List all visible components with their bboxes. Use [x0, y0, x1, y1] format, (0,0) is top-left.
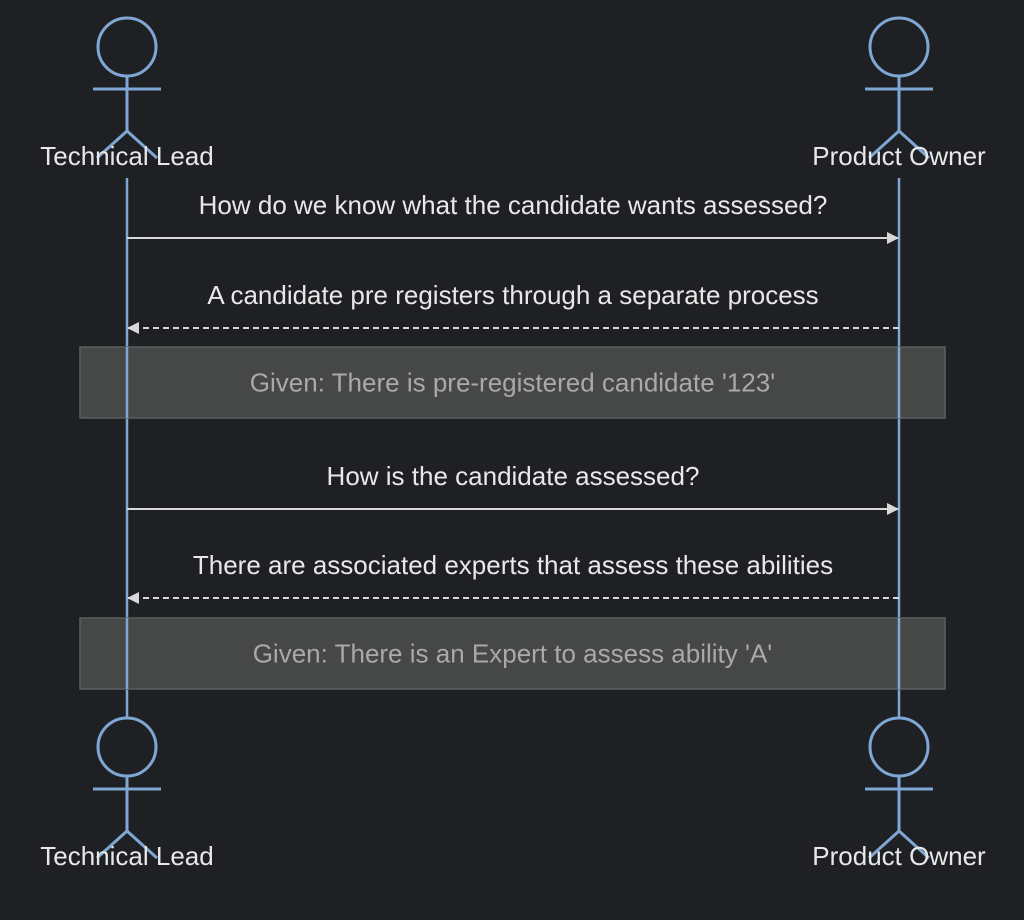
actor-left-leg	[867, 129, 901, 160]
actor-head-icon	[96, 16, 158, 78]
actor-head-icon	[96, 716, 158, 778]
actor-tech-lead-top: Technical Lead	[40, 16, 214, 171]
message-label-4: There are associated experts that assess…	[193, 550, 833, 580]
actor-product-owner-top: Product Owner	[812, 16, 986, 171]
note-label-5: Given: There is an Expert to assess abil…	[253, 639, 773, 669]
actor-right-leg	[897, 829, 931, 860]
actor-head-icon	[868, 16, 930, 78]
message-label-0: How do we know what the candidate wants …	[199, 190, 828, 220]
actor-left-leg	[95, 829, 129, 860]
actor-right-leg	[125, 129, 159, 160]
message-label-1: A candidate pre registers through a sepa…	[207, 280, 818, 310]
actor-left-leg	[867, 829, 901, 860]
note-box-2	[79, 346, 946, 419]
actor-right-leg	[897, 129, 931, 160]
actor-name-label: Technical Lead	[40, 141, 213, 171]
message-label-3: How is the candidate assessed?	[327, 461, 700, 491]
actor-left-leg	[95, 129, 129, 160]
actor-name-label: Product Owner	[812, 141, 986, 171]
actor-name-label: Technical Lead	[40, 841, 213, 871]
actor-product-owner-bottom: Product Owner	[812, 716, 986, 871]
actor-head-icon	[868, 716, 930, 778]
actor-name-label: Product Owner	[812, 841, 986, 871]
note-box-5	[79, 617, 946, 690]
actor-tech-lead-bottom: Technical Lead	[40, 716, 214, 871]
note-label-2: Given: There is pre-registered candidate…	[250, 368, 775, 398]
actor-right-leg	[125, 829, 159, 860]
